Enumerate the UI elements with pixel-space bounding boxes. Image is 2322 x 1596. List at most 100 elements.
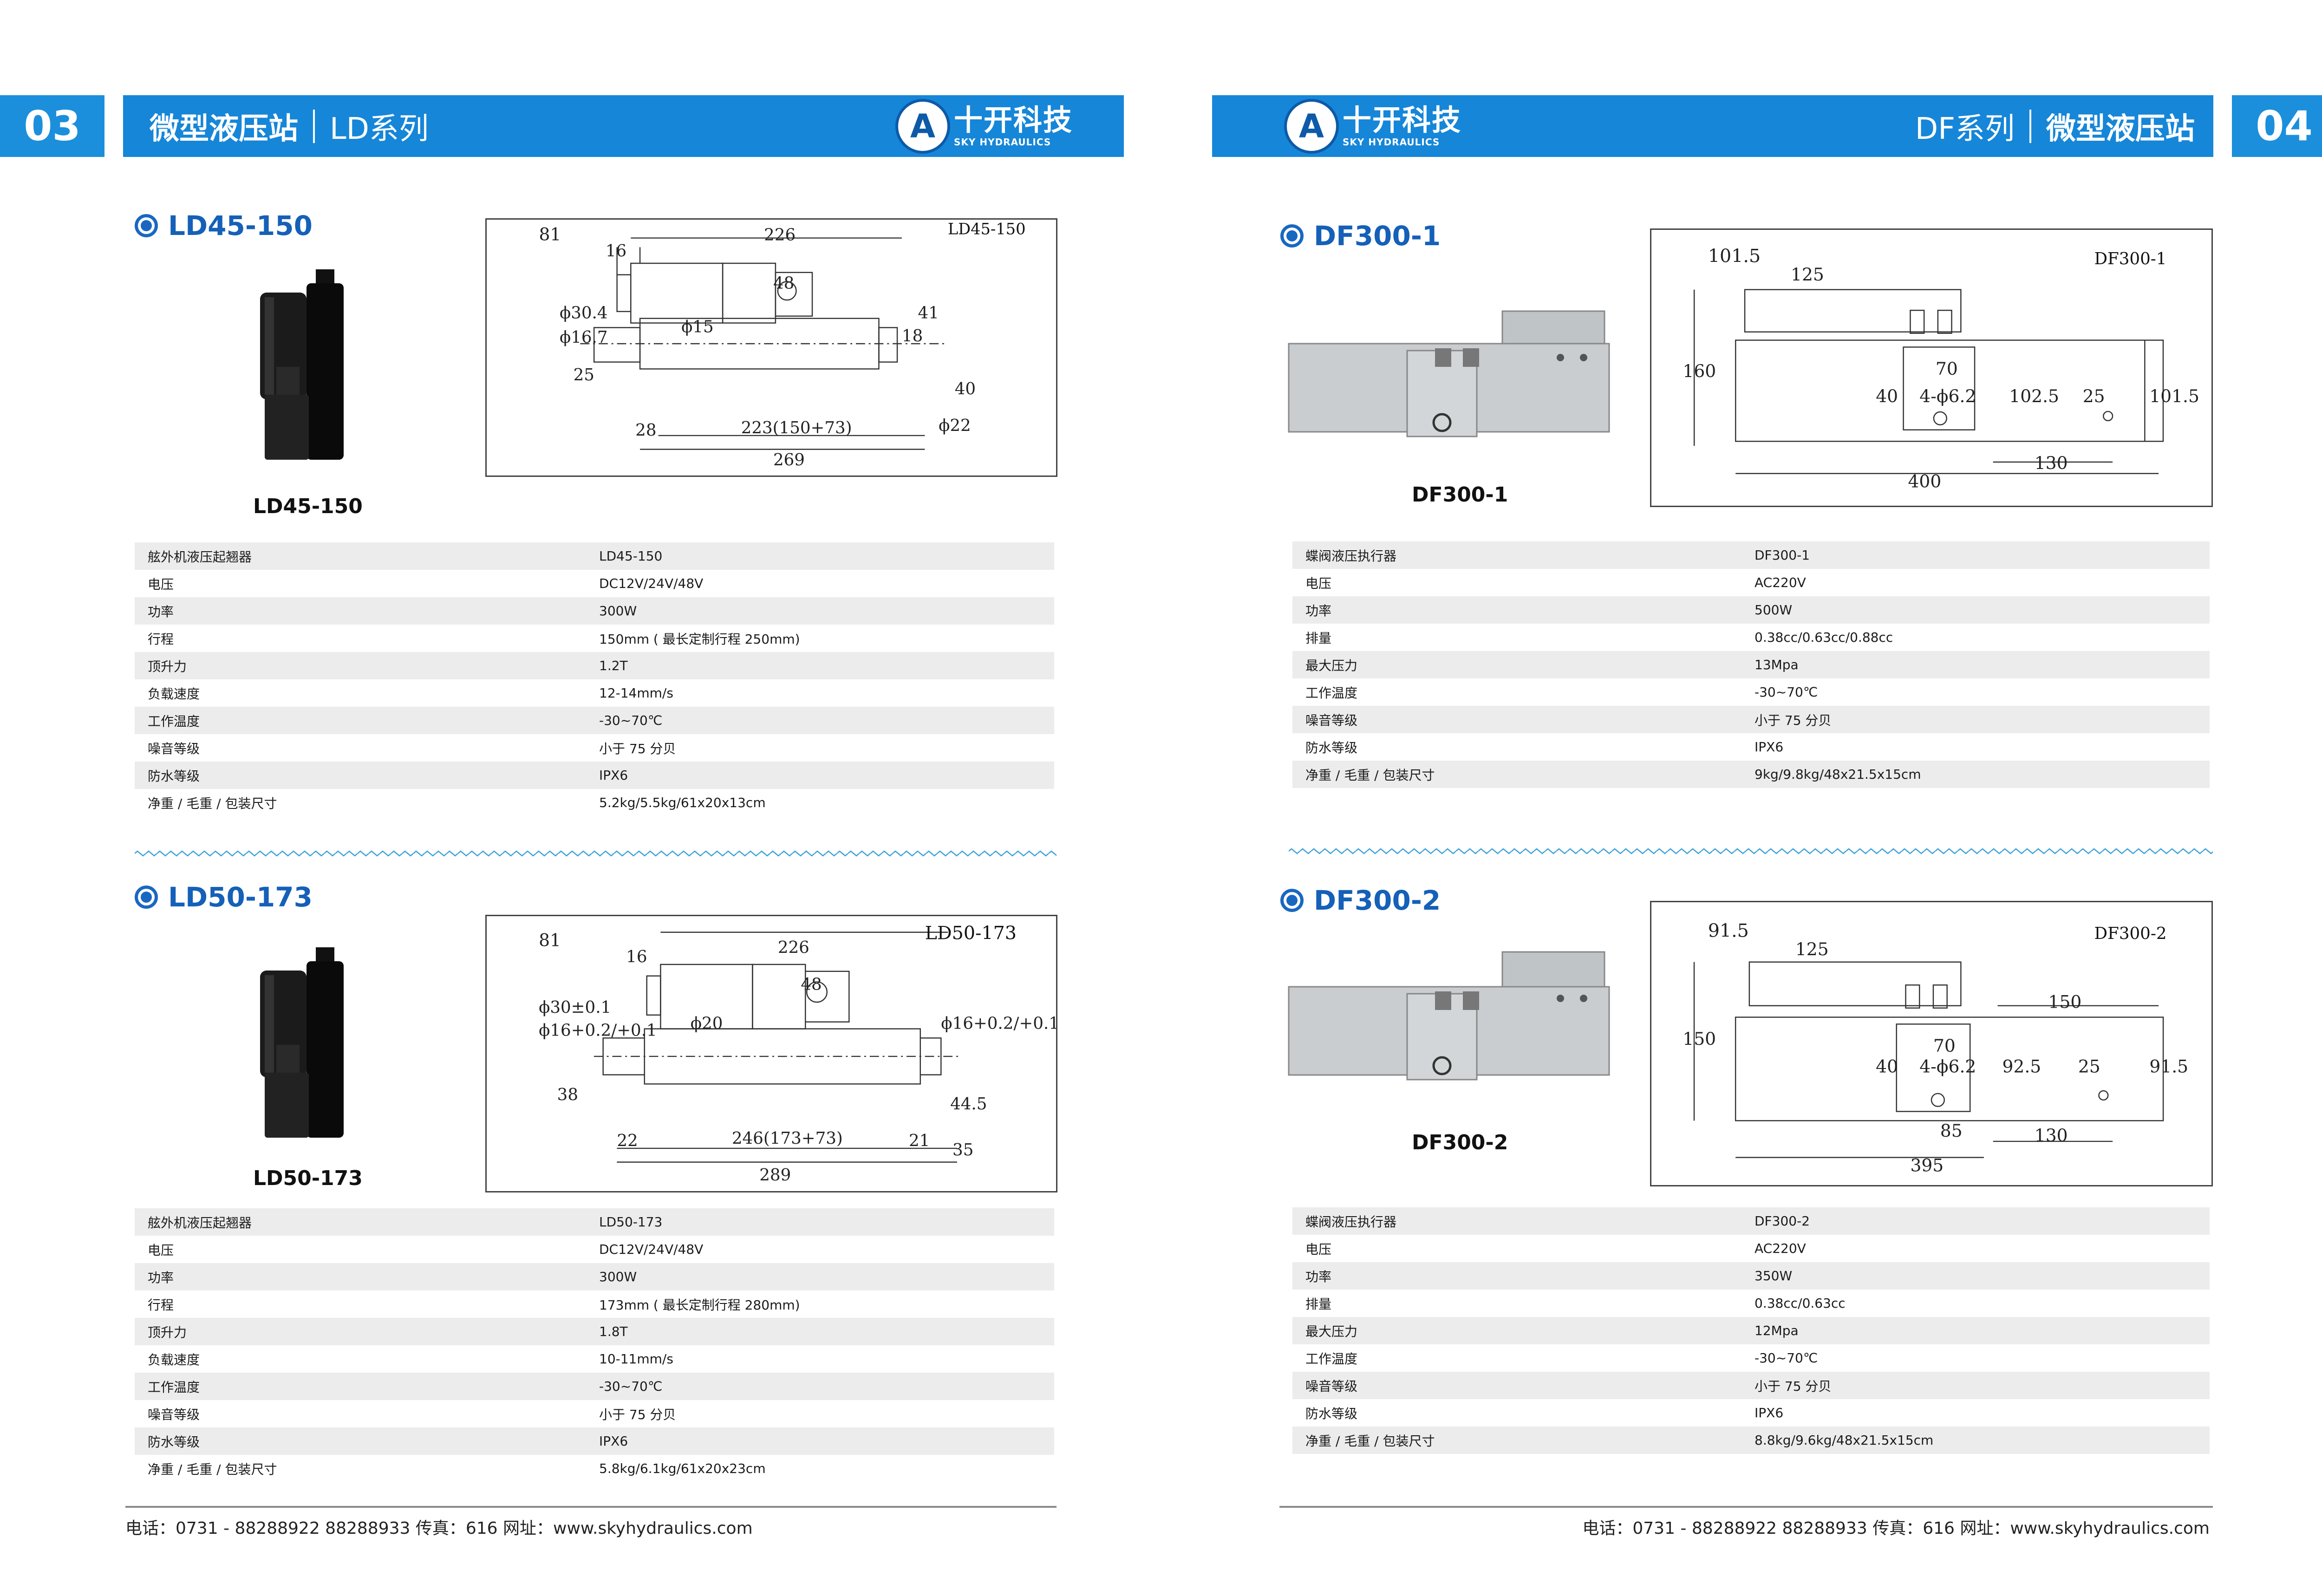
product-photo-df1 [1286, 306, 1611, 446]
svg-text:269: 269 [773, 450, 805, 469]
roughness-mark: 91.5 [1708, 920, 1749, 941]
svg-text:40: 40 [955, 379, 976, 398]
technical-drawing-ld50: LD50-173 81 16 226 ϕ30±0.1 ϕ16+0.2/+0.1 … [485, 915, 1057, 1192]
spec-value: AC220V [1755, 1241, 1806, 1256]
roughness-mark: 81 [539, 930, 561, 950]
spec-row: 工作温度 -30~70℃ [1292, 678, 2210, 706]
section-title: LD50-173 [168, 881, 313, 913]
svg-text:25: 25 [2078, 1056, 2100, 1076]
svg-text:18: 18 [902, 326, 923, 345]
spec-value: 173mm ( 最长定制行程 280mm) [599, 1297, 800, 1313]
svg-text:48: 48 [773, 274, 794, 293]
svg-text:226: 226 [778, 938, 809, 957]
spec-label: 最大压力 [1305, 658, 1358, 673]
svg-text:38: 38 [557, 1085, 578, 1104]
svg-text:226: 226 [764, 226, 796, 245]
spec-label: 工作温度 [1305, 685, 1358, 701]
spec-value: 10-11mm/s [599, 1351, 673, 1367]
spec-value: IPX6 [1755, 739, 1784, 755]
header-bar-right [1212, 95, 2213, 157]
bullet-icon [1280, 889, 1304, 912]
section-title: DF300-1 [1314, 220, 1441, 252]
section-heading-ld50: LD50-173 [135, 881, 313, 913]
product-photo-ld50 [251, 943, 372, 1142]
spec-value: 350W [1755, 1268, 1793, 1283]
header-title-right: DF系列 微型液压站 [1915, 95, 2195, 157]
spec-row: 噪音等级小于 75 分贝 [1292, 1372, 2210, 1399]
spec-value: DC12V/24V/48V [599, 576, 704, 591]
header-title-strong: 微型液压站 [2046, 111, 2195, 146]
spec-label: 舷外机液压起翘器 [148, 549, 252, 565]
spec-value: 小于 75 分贝 [599, 1407, 676, 1422]
svg-text:4-ϕ6.2: 4-ϕ6.2 [1919, 386, 1976, 406]
brand-logo: A 十开科技 SKY HYDRAULICS [895, 98, 1073, 155]
spec-value: 300W [599, 1269, 637, 1284]
svg-text:150: 150 [1683, 1029, 1716, 1049]
header-title-series: DF系列 [1915, 111, 2015, 146]
spec-label: 工作温度 [148, 1379, 200, 1395]
svg-text:85: 85 [1940, 1120, 1963, 1141]
svg-text:160: 160 [1683, 361, 1716, 381]
spec-row: 电压 AC220V [1292, 1235, 2210, 1262]
spec-label: 噪音等级 [148, 1407, 200, 1422]
spec-value: IPX6 [599, 768, 628, 783]
spec-value: 小于 75 分贝 [1755, 712, 1832, 728]
spec-label: 蝶阀液压执行器 [1305, 548, 1397, 564]
product-caption: LD45-150 [253, 495, 363, 518]
svg-text:246(173+73): 246(173+73) [732, 1129, 843, 1148]
svg-text:400: 400 [1908, 471, 1942, 491]
drawing-title: DF300-2 [2094, 924, 2167, 943]
svg-text:101.5: 101.5 [2149, 386, 2199, 406]
svg-text:40: 40 [1876, 386, 1898, 406]
logo-name: 十开科技 [1343, 103, 1462, 137]
svg-text:35: 35 [952, 1140, 973, 1160]
product-caption: LD50-173 [253, 1166, 363, 1190]
spec-value: -30~70℃ [599, 713, 663, 728]
spec-row: 功率 300W [135, 1263, 1054, 1290]
spec-label: 净重 / 毛重 / 包装尺寸 [1305, 1433, 1435, 1449]
section-title: LD45-150 [168, 210, 313, 241]
spec-value: 500W [1755, 602, 1793, 618]
spec-value: -30~70℃ [1755, 684, 1818, 700]
technical-drawing-df2: DF300-2 91.5 125 150 150 70 40 4-ϕ6.2 92… [1650, 901, 2213, 1186]
spec-value: DF300-1 [1755, 547, 1810, 563]
spec-label: 负载速度 [148, 1352, 200, 1368]
spec-label: 工作温度 [1305, 1351, 1358, 1367]
svg-text:21: 21 [909, 1131, 930, 1150]
spec-label: 噪音等级 [1305, 1378, 1358, 1394]
spec-label: 顶升力 [148, 658, 187, 674]
page-number-left: 03 [0, 95, 104, 157]
spec-label: 功率 [148, 1270, 174, 1285]
svg-text:22: 22 [617, 1131, 638, 1150]
svg-text:150: 150 [2048, 992, 2082, 1012]
spec-label: 净重 / 毛重 / 包装尺寸 [148, 795, 277, 811]
product-caption: DF300-1 [1412, 483, 1508, 507]
spec-value: DC12V/24V/48V [599, 1242, 704, 1257]
spec-label: 功率 [1305, 1269, 1332, 1284]
page-number-right: 04 [2232, 95, 2322, 157]
bullet-icon [135, 886, 158, 909]
drawing-title: DF300-1 [2094, 249, 2166, 268]
product-photo-ld45 [251, 265, 372, 464]
spec-value: 5.8kg/6.1kg/61x20x23cm [599, 1461, 766, 1476]
spec-label: 排量 [1305, 1296, 1332, 1312]
spec-label: 电压 [1305, 1241, 1332, 1257]
svg-text:125: 125 [1791, 264, 1824, 285]
spec-label: 蝶阀液压执行器 [1305, 1214, 1397, 1230]
spec-row: 工作温度 -30~70℃ [135, 1373, 1054, 1400]
svg-text:44.5: 44.5 [950, 1094, 987, 1114]
spec-value: -30~70℃ [599, 1379, 663, 1394]
spec-label: 防水等级 [148, 768, 200, 784]
